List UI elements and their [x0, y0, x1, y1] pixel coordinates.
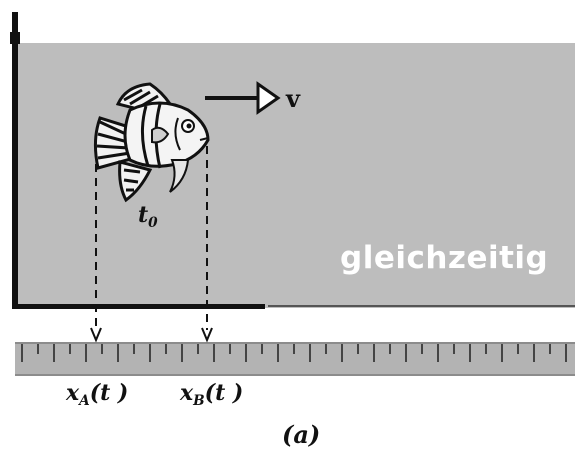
- position-a-label: xA(t ): [66, 380, 128, 409]
- projection-line-a: [91, 150, 101, 340]
- ruler-ticks: [22, 344, 566, 362]
- simultaneous-overlay-text: gleichzeitig: [340, 240, 548, 276]
- figure-caption: (a): [282, 420, 320, 449]
- fish-icon: [95, 84, 208, 200]
- projection-line-b: [202, 146, 212, 340]
- velocity-label: v: [286, 84, 300, 113]
- position-b-label: xB(t ): [180, 380, 243, 409]
- initial-time-label: t0: [138, 202, 158, 231]
- velocity-arrow: [205, 84, 278, 112]
